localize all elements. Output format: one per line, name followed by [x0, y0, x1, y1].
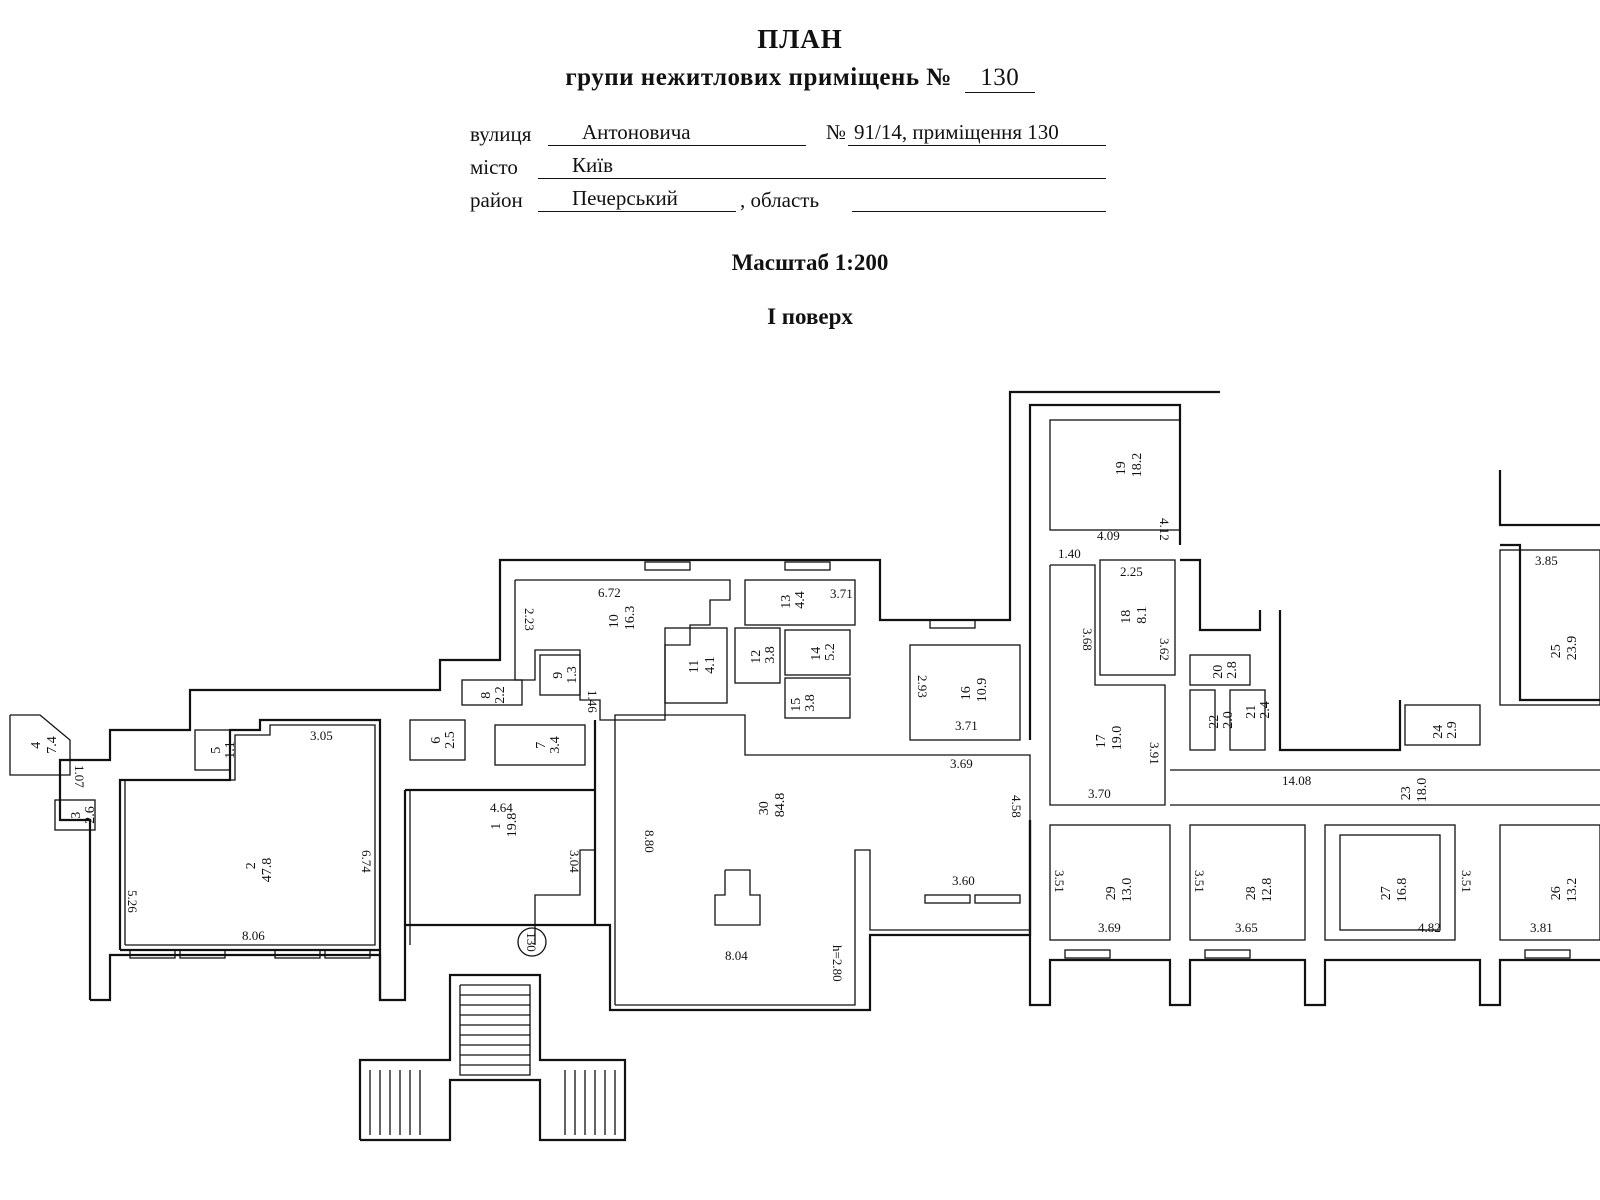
group-number: 130	[964, 64, 1035, 93]
room-14-label: 145.2	[809, 643, 838, 661]
interior-rooms	[9, 419, 1600, 1007]
number-label: №	[826, 120, 847, 144]
room-24-label: 242.9	[1431, 721, 1460, 739]
unit-badge-text: 130	[524, 932, 539, 952]
windows	[129, 561, 1571, 959]
room-20-label: 202.8	[1211, 661, 1240, 679]
room-15-label: 153.8	[789, 694, 818, 712]
room-27-label: 2716.8	[1379, 878, 1410, 903]
street-label: вулиця	[470, 122, 532, 146]
dim-label: 3.71	[955, 718, 978, 733]
dim-label: 14.08	[1282, 773, 1311, 788]
dim-label: 3.71	[830, 586, 853, 601]
dim-label: 1.46	[585, 690, 600, 713]
room-17-label: 1719.0	[1094, 726, 1125, 751]
dim-label: 3.70	[1088, 786, 1111, 801]
room-1-label: 119.8	[489, 813, 520, 838]
dim-label: 3.81	[1530, 920, 1553, 935]
room-4-label: 47.4	[29, 736, 60, 754]
room-18-label: 188.1	[1119, 606, 1150, 624]
subtitle-prefix: групи нежитлових приміщень №	[565, 64, 952, 91]
dim-label: 8.06	[242, 928, 265, 943]
dim-label: 4.82	[1418, 920, 1441, 935]
dim-label: 6.74	[359, 850, 374, 873]
dim-label: 3.51	[1192, 870, 1207, 893]
room-10-label: 1016.3	[607, 606, 638, 631]
dim-label: 1.07	[72, 765, 87, 788]
dim-label: h=2.80	[830, 945, 845, 982]
dim-label: 3.91	[1147, 742, 1162, 765]
dim-label: 3.68	[1080, 628, 1095, 651]
street-value: Антоновича	[548, 120, 806, 146]
dim-label: 4.12	[1157, 518, 1172, 541]
room-5-label: 51.1	[209, 741, 238, 759]
region-value	[852, 186, 1106, 212]
dim-label: 8.80	[642, 830, 657, 853]
dim-label: 3.62	[1157, 638, 1172, 661]
unit-badge: 130	[517, 927, 547, 957]
dim-label: 3.51	[1459, 870, 1474, 893]
room-23-label: 2318.0	[1399, 778, 1430, 803]
room-12-label: 123.8	[749, 646, 778, 664]
plan-subtitle: групи нежитлових приміщень № 130	[0, 64, 1600, 93]
dim-label: 2.23	[522, 608, 537, 631]
dim-label: 1.40	[1058, 546, 1081, 561]
room-8-label: 82.2	[479, 686, 508, 704]
room-6-label: 62.5	[429, 731, 458, 749]
dim-label: 3.51	[1052, 870, 1067, 893]
dim-label: 3.04	[567, 850, 582, 873]
scale-label: Масштаб 1:200	[731, 250, 889, 275]
room-29-label: 2913.0	[1104, 878, 1135, 903]
room-25-label: 2523.9	[1549, 636, 1580, 661]
dimension-labels: 3.05 6.74 8.06 5.26 1.07 4.64 3.04 6.72 …	[72, 518, 1558, 982]
dim-label: 2.25	[1120, 564, 1143, 579]
dim-label: 3.69	[1098, 920, 1121, 935]
room-3-label: 32.6	[69, 806, 98, 824]
room-16-label: 1610.9	[959, 678, 990, 703]
dim-label: 4.09	[1097, 528, 1120, 543]
room-13-label: 134.4	[779, 591, 808, 609]
room-30-label: 3084.8	[757, 793, 788, 818]
room-21-label: 212.4	[1244, 701, 1273, 719]
room-labels: 247.8 119.8 32.6 47.4 51.1 62.5 73.4 82.…	[29, 453, 1580, 903]
dim-label: 6.72	[598, 585, 621, 600]
dim-label: 5.26	[125, 890, 140, 913]
district-value: Печерський	[538, 186, 736, 212]
plan-title: ПЛАН	[757, 24, 843, 54]
room-2-label: 247.8	[244, 858, 275, 883]
number-value: 91/14, приміщення 130	[848, 120, 1106, 146]
room-19-label: 1918.2	[1114, 453, 1145, 478]
room-22-label: 222.0	[1207, 711, 1236, 729]
district-label: район	[470, 188, 523, 212]
dim-label: 4.64	[490, 800, 513, 815]
dim-label: 8.04	[725, 948, 748, 963]
region-label: , область	[740, 188, 820, 212]
staircase	[358, 973, 627, 1142]
room-9-label: 91.3	[551, 666, 580, 684]
dim-label: 2.93	[915, 675, 930, 698]
room-26-label: 2613.2	[1549, 878, 1580, 903]
dim-label: 3.05	[310, 728, 333, 743]
dim-label: 4.58	[1009, 795, 1024, 818]
city-label: місто	[470, 155, 518, 179]
room-28-label: 2812.8	[1244, 878, 1275, 903]
city-value: Київ	[538, 153, 1106, 179]
room-11-label: 114.1	[687, 656, 718, 674]
dim-label: 3.65	[1235, 920, 1258, 935]
outer-walls	[58, 390, 1600, 1012]
dim-label: 3.85	[1535, 553, 1558, 568]
room-7-label: 73.4	[534, 736, 563, 754]
floor-label: І поверх	[767, 304, 853, 329]
dim-label: 3.60	[952, 873, 975, 888]
dim-label: 3.69	[950, 756, 973, 771]
